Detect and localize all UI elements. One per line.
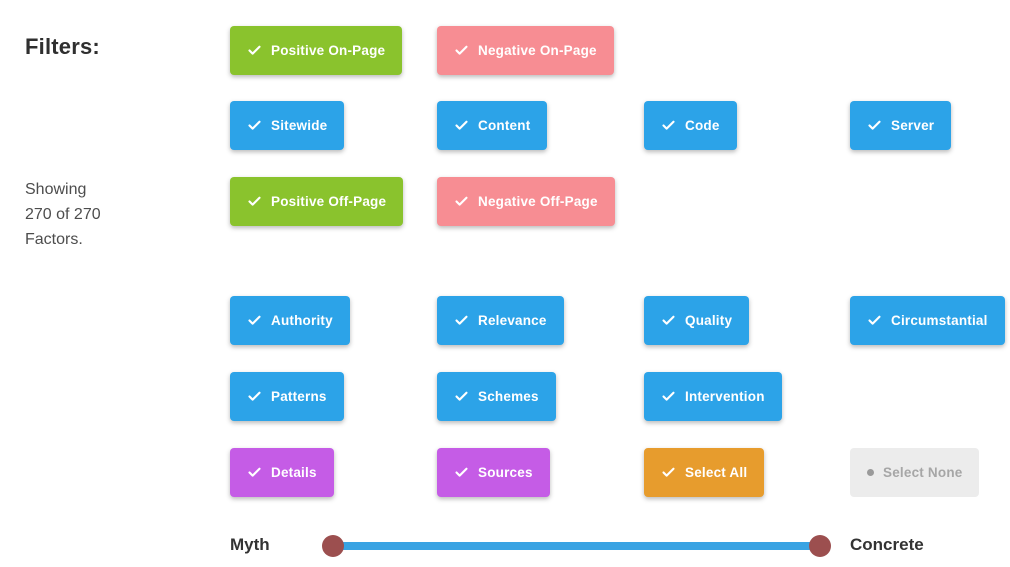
filter-sitewide[interactable]: Sitewide — [230, 101, 345, 150]
check-icon — [454, 313, 469, 328]
select-none-button[interactable]: Select None — [850, 448, 980, 497]
filter-authority[interactable]: Authority — [230, 296, 350, 345]
filter-relevance[interactable]: Relevance — [437, 296, 564, 345]
filter-quality[interactable]: Quality — [644, 296, 750, 345]
check-icon — [247, 465, 262, 480]
filter-label: Authority — [271, 313, 333, 328]
check-icon — [454, 118, 469, 133]
filter-intervention[interactable]: Intervention — [644, 372, 782, 421]
filter-label: Circumstantial — [891, 313, 988, 328]
filter-label: Intervention — [685, 389, 765, 404]
filter-button-grid: Positive On-Page Negative On-Page Sitewi… — [230, 26, 1010, 531]
slider-label-concrete: Concrete — [850, 535, 924, 554]
filter-code[interactable]: Code — [644, 101, 737, 150]
check-icon — [661, 313, 676, 328]
check-icon — [661, 389, 676, 404]
check-icon — [247, 194, 262, 209]
check-icon — [454, 465, 469, 480]
filter-details[interactable]: Details — [230, 448, 334, 497]
filter-label: Positive On-Page — [271, 43, 386, 58]
slider-handle-right[interactable] — [809, 535, 831, 557]
check-icon — [247, 313, 262, 328]
filter-positive-on-page[interactable]: Positive On-Page — [230, 26, 403, 75]
filter-label: Schemes — [478, 389, 539, 404]
check-icon — [247, 389, 262, 404]
filter-label: Negative On-Page — [478, 43, 597, 58]
slider-handle-left[interactable] — [322, 535, 344, 557]
filter-patterns[interactable]: Patterns — [230, 372, 344, 421]
filter-label: Sitewide — [271, 118, 328, 133]
filter-content[interactable]: Content — [437, 101, 548, 150]
filter-label: Server — [891, 118, 935, 133]
filter-label: Relevance — [478, 313, 547, 328]
filter-label: Select None — [883, 465, 963, 480]
slider-label-myth: Myth — [230, 535, 270, 554]
check-icon — [867, 118, 882, 133]
filter-label: Sources — [478, 465, 533, 480]
dot-icon — [867, 469, 874, 476]
filter-label: Content — [478, 118, 531, 133]
check-icon — [454, 389, 469, 404]
filter-label: Select All — [685, 465, 748, 480]
page-title: Filters: — [25, 34, 100, 59]
filter-positive-off-page[interactable]: Positive Off-Page — [230, 177, 404, 226]
slider-track[interactable] — [333, 542, 820, 550]
filter-schemes[interactable]: Schemes — [437, 372, 556, 421]
check-icon — [247, 118, 262, 133]
filter-circumstantial[interactable]: Circumstantial — [850, 296, 1005, 345]
filter-negative-off-page[interactable]: Negative Off-Page — [437, 177, 615, 226]
check-icon — [454, 43, 469, 58]
filter-label: Patterns — [271, 389, 327, 404]
filter-label: Positive Off-Page — [271, 194, 387, 209]
check-icon — [867, 313, 882, 328]
filter-label: Code — [685, 118, 720, 133]
filter-label: Details — [271, 465, 317, 480]
check-icon — [247, 43, 262, 58]
select-all-button[interactable]: Select All — [644, 448, 765, 497]
check-icon — [661, 465, 676, 480]
check-icon — [454, 194, 469, 209]
filter-label: Negative Off-Page — [478, 194, 598, 209]
filter-negative-on-page[interactable]: Negative On-Page — [437, 26, 614, 75]
filter-server[interactable]: Server — [850, 101, 952, 150]
check-icon — [661, 118, 676, 133]
filter-label: Quality — [685, 313, 733, 328]
filter-sources[interactable]: Sources — [437, 448, 550, 497]
results-count: Showing 270 of 270 Factors. — [25, 181, 101, 248]
